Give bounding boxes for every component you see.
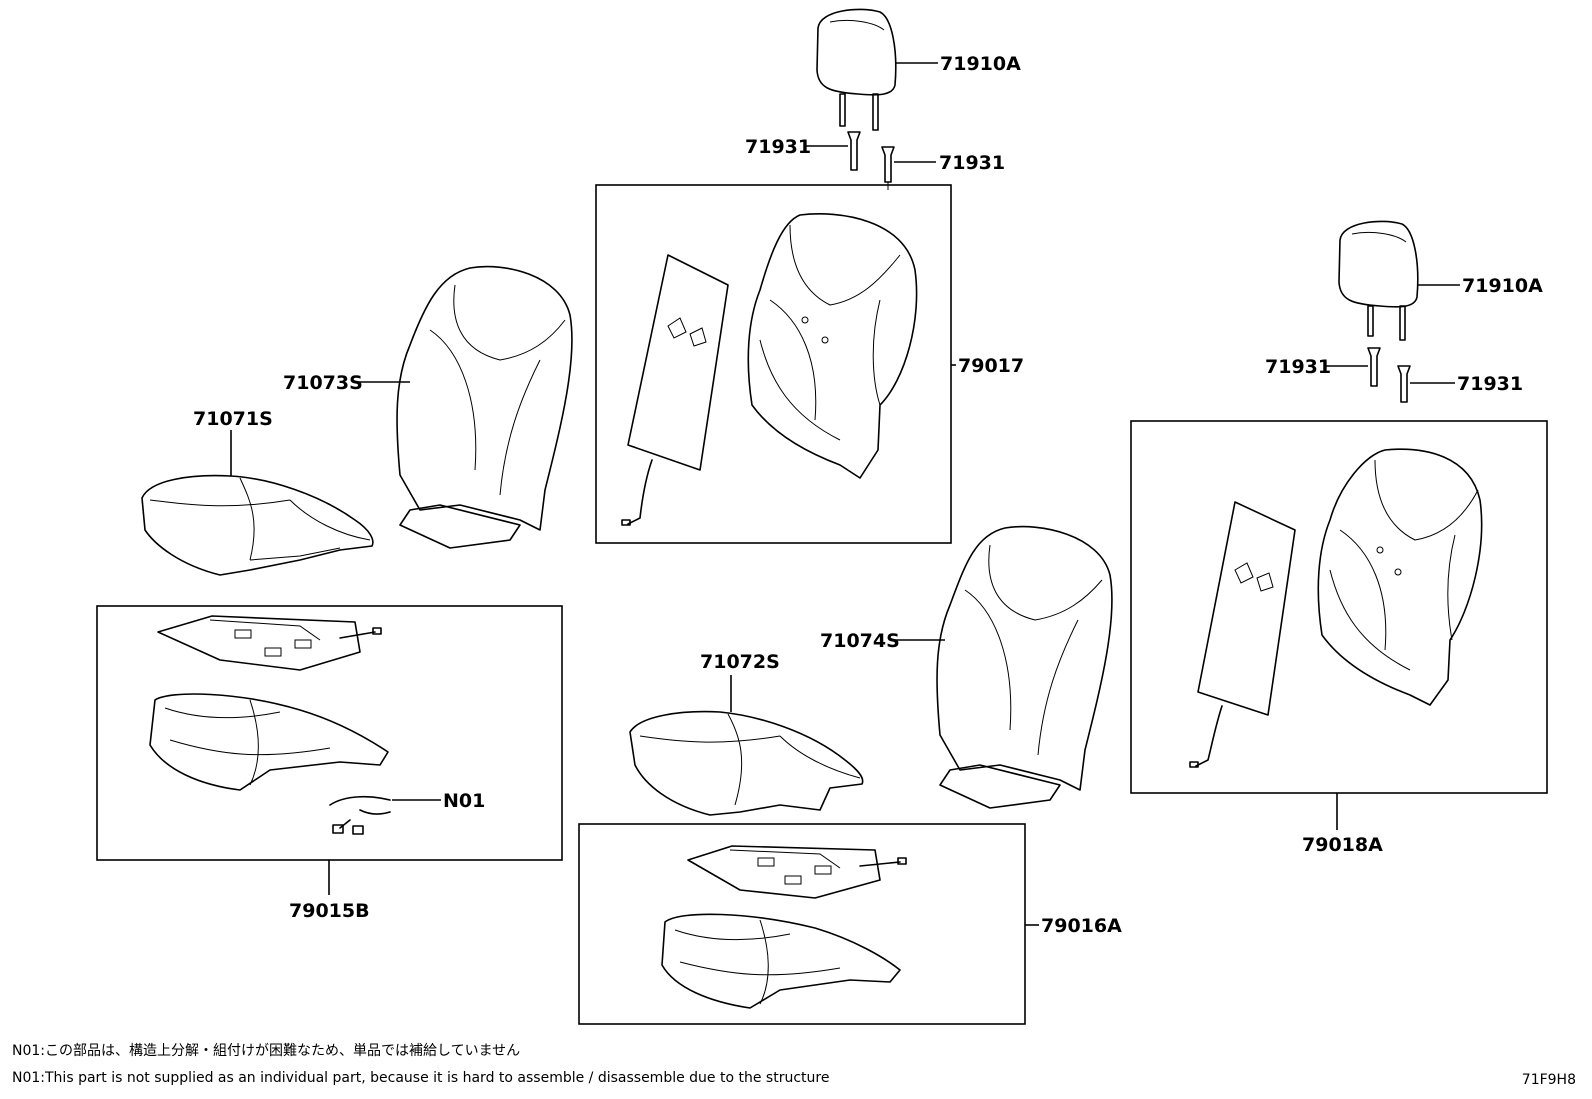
cushion-pad-1 [149, 693, 389, 791]
label-N01[interactable]: N01 [443, 790, 485, 812]
cushion-heater-1 [157, 615, 361, 671]
seatback-pad-box-2: 79018A [1130, 420, 1548, 856]
seatback-heater-1 [627, 254, 729, 471]
label-71072S[interactable]: 71072S [700, 651, 780, 673]
seatback-cover-2-group: 71074S [820, 525, 1113, 809]
connector-N01 [329, 795, 391, 829]
headrest-support-2a [1367, 347, 1381, 387]
label-71071S[interactable]: 71071S [193, 408, 273, 430]
cushion-pad-box-1: N01 79015B [96, 605, 563, 922]
seatback-heater-2 [1197, 501, 1296, 716]
note-english: N01:This part is not supplied as an indi… [12, 1070, 830, 1086]
label-79017[interactable]: 79017 [958, 355, 1024, 377]
label-71074S[interactable]: 71074S [820, 630, 900, 652]
cushion-cover-1-group: 71071S [141, 408, 374, 576]
diagram-code: 71F9H8 [1521, 1072, 1576, 1088]
label-71910A-2[interactable]: 71910A [1462, 275, 1543, 297]
label-71931-1b[interactable]: 71931 [939, 152, 1005, 174]
label-79016A[interactable]: 79016A [1041, 915, 1122, 937]
seatback-pad-1 [747, 213, 918, 479]
seatback-cover-1 [396, 265, 573, 531]
label-71910A-1[interactable]: 71910A [940, 53, 1021, 75]
label-71931-2a[interactable]: 71931 [1265, 356, 1331, 378]
label-71931-2b[interactable]: 71931 [1457, 373, 1523, 395]
headrest-2 [1338, 220, 1419, 308]
seatback-cover-1-group: 71073S [283, 265, 573, 549]
headrest-support-2b [1397, 365, 1411, 403]
seatback-pad-2 [1317, 448, 1483, 706]
cushion-cover-2-group: 71072S [629, 651, 864, 816]
headrest-1 [816, 8, 897, 96]
label-79015B[interactable]: 79015B [289, 900, 370, 922]
cushion-cover-2 [629, 710, 864, 816]
cushion-pad-box-2: 79016A [578, 823, 1122, 1025]
label-71073S[interactable]: 71073S [283, 372, 363, 394]
headrest-support-1a [847, 131, 861, 171]
label-71931-1a[interactable]: 71931 [745, 136, 811, 158]
cushion-pad-2 [661, 913, 901, 1009]
headrest-support-1b [881, 146, 895, 183]
seatback-cover-2 [936, 525, 1113, 791]
headrest-2-assembly: 71910A 71931 71931 [1265, 220, 1543, 403]
cushion-heater-2 [687, 845, 881, 899]
note-japanese: N01:この部品は、構造上分解・組付けが困難なため、単品では補給していません [12, 1043, 521, 1059]
label-79018A[interactable]: 79018A [1302, 834, 1383, 856]
headrest-1-assembly: 71910A 71931 71931 [745, 8, 1021, 190]
cushion-cover-1 [141, 474, 374, 576]
seatback-pad-box-1: 79017 [595, 184, 1024, 544]
